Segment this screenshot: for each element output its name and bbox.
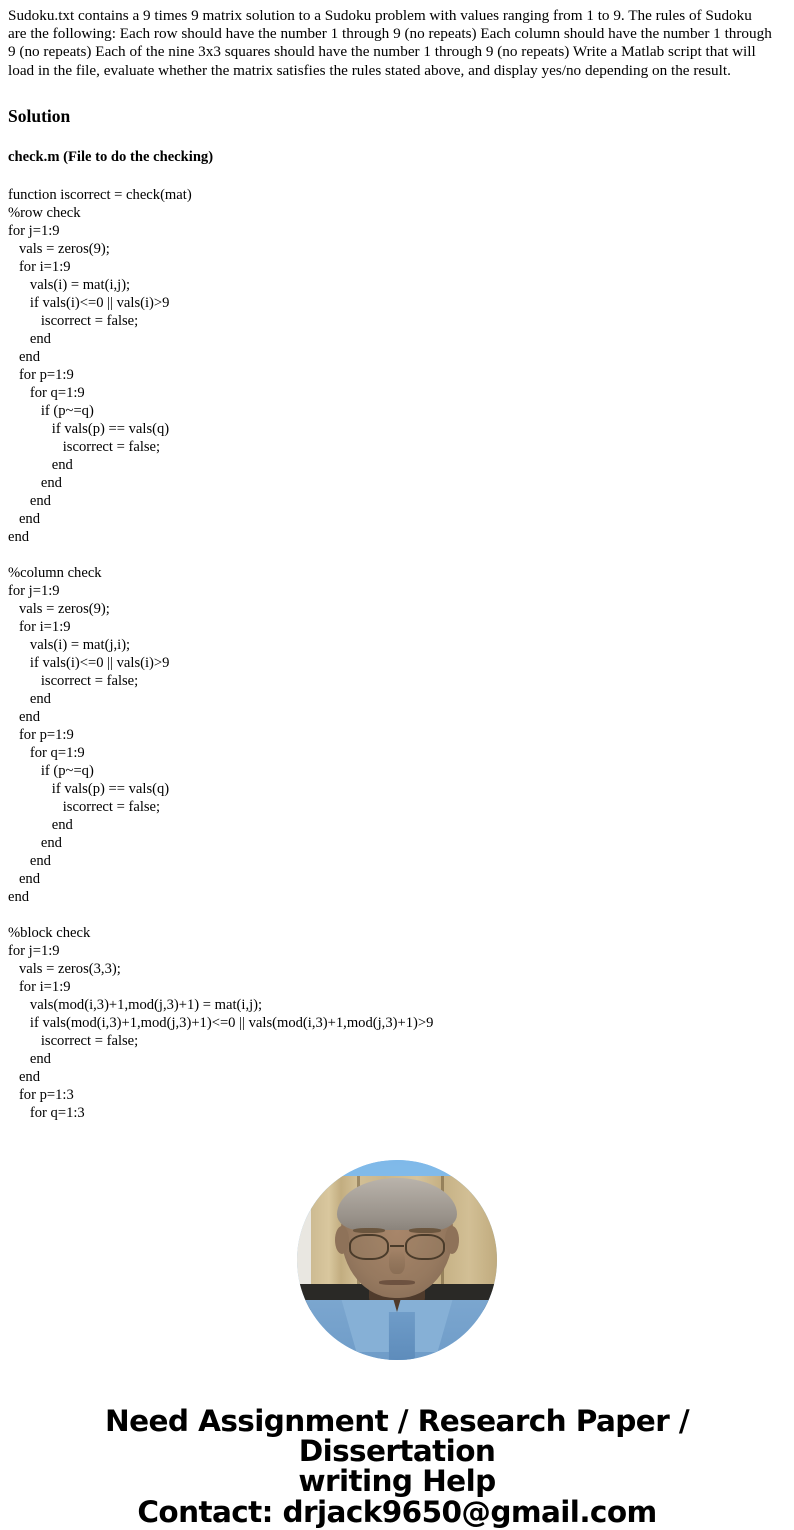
code-line: end	[8, 816, 73, 833]
code-line: iscorrect = false;	[8, 798, 161, 815]
code-line: vals(i) = mat(i,j);	[8, 276, 131, 293]
code-line	[8, 546, 786, 564]
footer-line-1: Need Assignment / Research Paper / Disse…	[105, 1403, 690, 1468]
file-heading: check.m (File to do the checking)	[8, 148, 214, 165]
solution-heading: Solution	[8, 105, 71, 126]
avatar-ear-right	[445, 1225, 459, 1254]
code-line: for j=1:9	[8, 582, 60, 599]
code-line: iscorrect = false;	[8, 438, 161, 455]
code-line: if (p~=q)	[8, 762, 94, 779]
code-line: vals = zeros(9);	[8, 240, 110, 257]
code-line: for p=1:3	[8, 1086, 74, 1103]
code-line: %row check	[8, 204, 81, 221]
code-line: for i=1:9	[8, 618, 71, 635]
code-line: end	[8, 870, 41, 887]
code-line: if vals(i)<=0 || vals(i)>9	[8, 294, 170, 311]
avatar-eyebrow-left	[353, 1227, 385, 1233]
code-line: if vals(p) == vals(q)	[8, 420, 170, 437]
code-line: for p=1:9	[8, 726, 74, 743]
avatar-tie	[388, 1311, 415, 1360]
avatar-hair	[337, 1177, 457, 1230]
code-line: if (p~=q)	[8, 402, 94, 419]
code-line: iscorrect = false;	[8, 1032, 139, 1049]
avatar-eyeglass-bridge	[390, 1244, 404, 1247]
code-line: %block check	[8, 924, 91, 941]
document-page: Sudoku.txt contains a 9 times 9 matrix s…	[0, 7, 794, 1527]
code-line: for i=1:9	[8, 978, 71, 995]
code-line: for q=1:9	[8, 384, 85, 401]
footer-line-2: writing Help	[298, 1463, 496, 1498]
code-line: end	[8, 330, 51, 347]
code-line: %column check	[8, 564, 102, 581]
intro-paragraph: Sudoku.txt contains a 9 times 9 matrix s…	[8, 7, 772, 79]
avatar-eyeglass-right	[405, 1233, 445, 1260]
code-line: end	[8, 888, 30, 905]
code-line: end	[8, 492, 51, 509]
code-line: for i=1:9	[8, 258, 71, 275]
code-line: end	[8, 510, 41, 527]
code-line	[8, 906, 786, 924]
code-line: end	[8, 528, 30, 545]
code-line: vals(i) = mat(j,i);	[8, 636, 131, 653]
code-line: function iscorrect = check(mat)	[8, 186, 192, 203]
code-line: end	[8, 708, 41, 725]
code-line: end	[8, 690, 51, 707]
code-line: end	[8, 474, 62, 491]
code-line: for p=1:9	[8, 366, 74, 383]
code-line: for j=1:9	[8, 942, 60, 959]
code-line: vals = zeros(9);	[8, 600, 110, 617]
code-line: if vals(p) == vals(q)	[8, 780, 170, 797]
avatar-mouth	[379, 1279, 415, 1285]
code-line: iscorrect = false;	[8, 672, 139, 689]
code-line: end	[8, 1050, 51, 1067]
avatar-ear-left	[335, 1225, 349, 1254]
code-line: vals(mod(i,3)+1,mod(j,3)+1) = mat(i,j);	[8, 996, 263, 1013]
code-line: if vals(mod(i,3)+1,mod(j,3)+1)<=0 || val…	[8, 1014, 434, 1031]
footer-contact-line: Contact: drjack9650@gmail.com	[137, 1494, 657, 1529]
avatar-container	[8, 1159, 786, 1360]
code-line: vals = zeros(3,3);	[8, 960, 121, 977]
code-line: end	[8, 348, 41, 365]
code-line: for q=1:9	[8, 744, 85, 761]
code-line: iscorrect = false;	[8, 312, 139, 329]
avatar-eyeglass-left	[349, 1233, 389, 1260]
code-line: end	[8, 456, 73, 473]
code-line: end	[8, 834, 62, 851]
avatar	[297, 1159, 497, 1360]
code-line: if vals(i)<=0 || vals(i)>9	[8, 654, 170, 671]
footer-promo: Need Assignment / Research Paper / Disse…	[8, 1406, 786, 1527]
code-line: end	[8, 852, 51, 869]
code-line: end	[8, 1068, 41, 1085]
avatar-nose	[389, 1249, 405, 1274]
code-line: for q=1:3	[8, 1104, 85, 1121]
avatar-eyebrow-right	[409, 1227, 441, 1233]
code-line: for j=1:9	[8, 222, 60, 239]
matlab-code-block: function iscorrect = check(mat)%row chec…	[8, 186, 786, 1122]
